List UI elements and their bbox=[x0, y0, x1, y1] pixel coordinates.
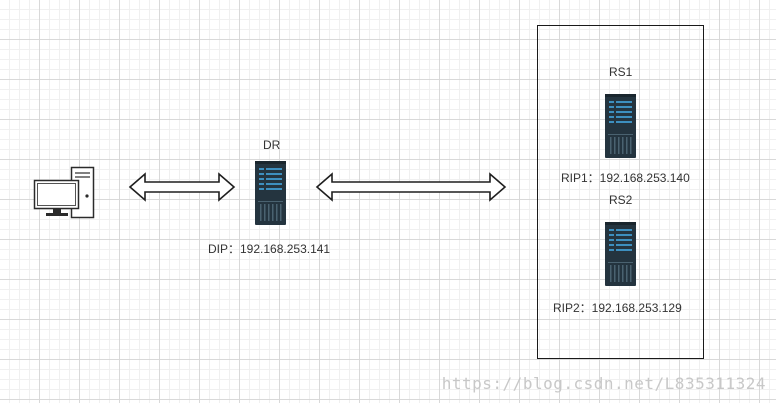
watermark-text: https://blog.csdn.net/L835311324 bbox=[441, 374, 766, 393]
server-icon bbox=[255, 161, 286, 225]
client-dr-double-arrow bbox=[128, 172, 236, 202]
rs2-ip-label: RIP2：192.168.253.129 bbox=[553, 301, 682, 315]
rs1-ip-label: RIP1：192.168.253.140 bbox=[561, 171, 690, 185]
dr-ip-label: DIP：192.168.253.141 bbox=[208, 242, 331, 256]
dr-title: DR bbox=[263, 138, 281, 152]
dr-rs-double-arrow bbox=[315, 172, 507, 202]
real-server-group bbox=[537, 25, 704, 359]
desktop-computer-icon bbox=[33, 166, 95, 219]
rs2-title: RS2 bbox=[609, 193, 633, 207]
rs1-title: RS1 bbox=[609, 65, 633, 79]
server-icon bbox=[605, 94, 636, 158]
server-icon bbox=[605, 222, 636, 286]
